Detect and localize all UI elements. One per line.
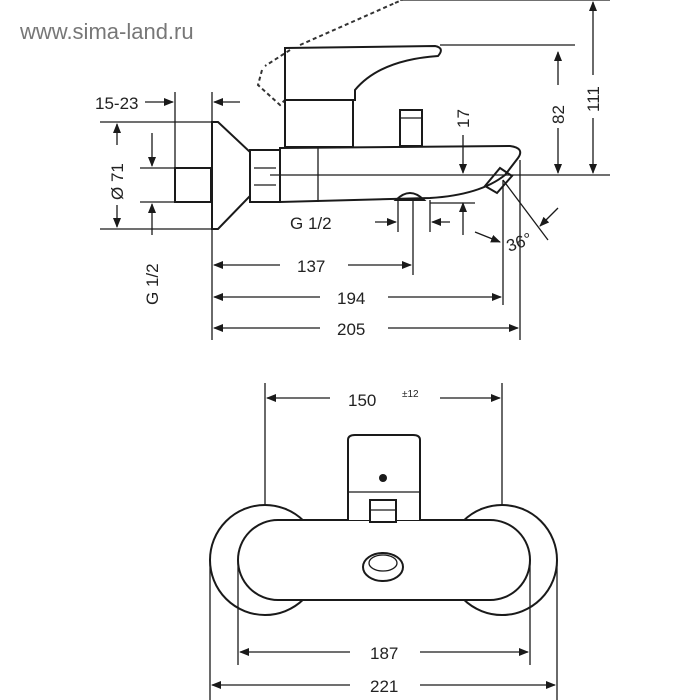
dim-inlet-thread: G 1/2	[143, 263, 162, 305]
aerator	[483, 166, 514, 195]
mixer-body	[237, 519, 531, 601]
spout-body	[279, 144, 522, 204]
dim-wall-depth: 15-23	[95, 94, 138, 113]
lever-open-outline	[256, 0, 403, 107]
dim-body-width: 187	[370, 644, 398, 663]
dim-handle-open-height: 111	[584, 86, 603, 112]
lever	[284, 44, 442, 101]
dim-spout-reach: 194	[337, 289, 365, 308]
dim-handle-height: 82	[549, 105, 568, 124]
wall-flange	[211, 121, 251, 230]
outlet	[393, 192, 427, 201]
side-view: 15-23 Ø 71 G 1/2 G 1/2 137 194 205 17 82…	[95, 0, 610, 340]
union-nut	[249, 149, 281, 203]
dim-spout-drop: 17	[454, 109, 473, 128]
dim-centers-tolerance: ±12	[402, 389, 419, 400]
dim-outlet-thread: G 1/2	[290, 214, 332, 233]
dim-flange-diameter: Ø 71	[108, 163, 127, 200]
front-view: 150 ±12 187 221	[209, 383, 558, 700]
diverter-knob	[399, 109, 423, 147]
dim-centers: 150	[348, 391, 376, 410]
dim-spout-angle: 36°	[504, 229, 535, 256]
dim-total-width: 221	[370, 677, 398, 696]
outlet-front	[362, 552, 404, 582]
dim-total-depth: 205	[337, 320, 365, 339]
handle-column	[284, 99, 354, 148]
diverter-front	[369, 499, 397, 523]
watermark: www.sima-land.ru	[19, 19, 194, 44]
dim-outlet-distance: 137	[297, 257, 325, 276]
inlet-connector	[174, 167, 212, 203]
